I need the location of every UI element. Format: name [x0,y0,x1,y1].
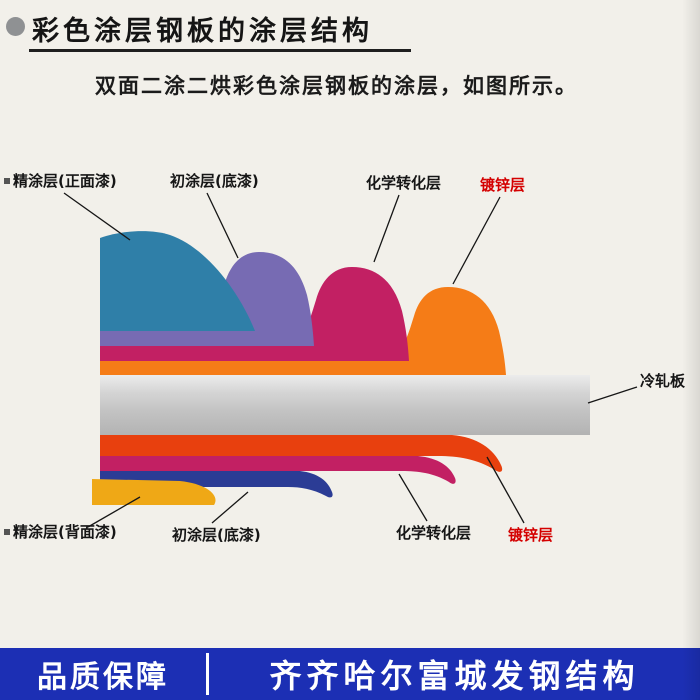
title-underline [29,49,411,52]
label-top-chemical: 化学转化层 [366,174,441,192]
label-top-fine-coat-text: 精涂层(正面漆) [13,172,117,190]
footer-divider [206,653,209,695]
label-cold-rolled: 冷轧板 [640,372,685,390]
leader-top-primer [206,192,239,259]
label-bottom-primer: 初涂层(底漆) [172,526,261,544]
leader-bottom-zinc [486,456,525,524]
label-bottom-fine-coat-text: 精涂层(背面漆) [13,523,117,541]
subtitle: 双面二涂二烘彩色涂层钢板的涂层，如图所示。 [95,74,578,98]
leader-bottom-primer [211,491,249,524]
label-bottom-chemical-text: 化学转化层 [396,524,472,542]
layer-bottom-fine-coat [92,479,216,505]
label-top-zinc-text: 镀锌层 [480,176,526,194]
footer-left-text: 品质保障 [37,660,169,695]
footer-banner: 品质保障 齐齐哈尔富城发钢结构 [0,648,700,700]
layer-bottom-chemical [100,456,456,484]
label-top-primer: 初涂层(底漆) [170,172,259,190]
layer-bottom-zinc [100,435,503,472]
label-cold-rolled-text: 冷轧板 [640,372,686,390]
label-top-zinc: 镀锌层 [480,176,525,194]
layer-bottom-primer [100,471,333,498]
title-bullet-icon [6,17,25,36]
label-bottom-chemical: 化学转化层 [396,524,471,542]
label-top-primer-text: 初涂层(底漆) [170,172,259,190]
leader-cold-rolled [587,386,638,404]
layer-top-primer [100,252,314,346]
square-bullet-icon [4,178,10,184]
leader-lines [63,192,638,528]
leader-bottom-fine-coat [87,496,141,528]
label-bottom-zinc-text: 镀锌层 [508,526,554,544]
layer-top-chemical [100,267,409,361]
layer-top-fine-coat [100,231,255,331]
leader-bottom-chemical [398,473,428,522]
square-bullet-icon [4,529,10,535]
label-top-fine-coat: 精涂层(正面漆) [4,172,117,190]
label-bottom-primer-text: 初涂层(底漆) [172,526,261,544]
leader-top-zinc [452,196,501,285]
footer-right-text: 齐齐哈尔富城发钢结构 [269,657,640,695]
leader-top-chemical [373,194,400,263]
page-title: 彩色涂层钢板的涂层结构 [32,16,373,47]
label-bottom-fine-coat: 精涂层(背面漆) [4,523,117,541]
label-bottom-zinc: 镀锌层 [508,526,553,544]
leader-top-fine-coat [63,192,131,241]
layer-cold-rolled-steel [100,375,590,435]
label-top-chemical-text: 化学转化层 [366,174,442,192]
